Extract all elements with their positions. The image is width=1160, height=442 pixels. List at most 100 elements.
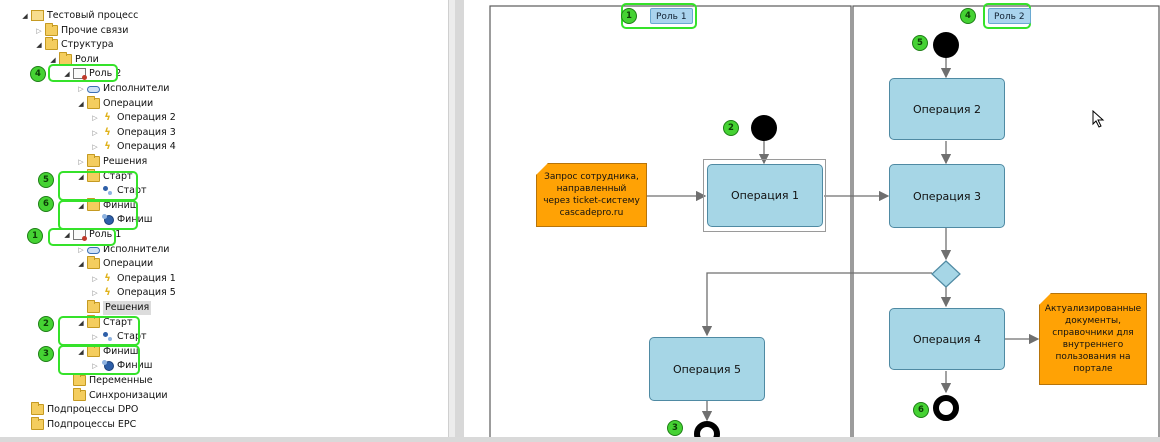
operation-3[interactable]: Операция 3 [889, 164, 1005, 228]
badge-start-role-1: 2 [723, 120, 739, 136]
folder-icon [87, 95, 100, 109]
folder-icon [87, 256, 100, 270]
folder-icon [87, 300, 100, 313]
expanded-arrow-icon[interactable]: ◢ [78, 99, 84, 108]
expanded-arrow-icon[interactable]: ◢ [78, 260, 84, 269]
folder-icon [31, 416, 44, 430]
performers-icon [87, 86, 100, 93]
tree-item-label: Подпроцессы DPO [47, 404, 139, 416]
start-icon [101, 185, 114, 196]
finish-icon [101, 214, 114, 226]
tree-item-label: Старт [117, 185, 147, 197]
edge-decision-op5 [701, 272, 932, 337]
tree-item-label: Операции [103, 97, 154, 109]
diagram-connectors [489, 5, 1160, 437]
diagram-canvas[interactable]: Роль 1 1 Роль 2 4 2 3 5 6 Операция 1 Опе… [464, 0, 1160, 437]
tree-item-label: Переменные [89, 375, 153, 386]
tree-item-label: Операция 1 [117, 272, 176, 284]
tree-item-label: Решения [103, 301, 152, 315]
collapsed-arrow-icon[interactable]: ▷ [92, 333, 98, 342]
collapsed-arrow-icon[interactable]: ▷ [92, 114, 98, 123]
operation-1-selection-frame [703, 159, 826, 232]
folder-icon [73, 387, 86, 401]
folder-icon [73, 373, 86, 386]
highlight-role-1 [48, 228, 116, 246]
collapsed-arrow-icon[interactable]: ▷ [36, 26, 42, 35]
expanded-arrow-icon[interactable]: ◢ [36, 41, 42, 50]
tree-item-label: Прочие связи [61, 24, 129, 36]
tree-item-label: Операция 3 [117, 126, 176, 138]
expanded-arrow-icon[interactable]: ◢ [22, 12, 28, 20]
collapsed-arrow-icon[interactable]: ▷ [78, 85, 84, 93]
tree-badge: 2 [38, 316, 54, 332]
highlight-start-role-1 [58, 316, 140, 346]
start-event-role-2 [933, 32, 959, 58]
expanded-arrow-icon[interactable]: ◢ [78, 347, 84, 356]
collapsed-arrow-icon[interactable]: ▷ [78, 245, 84, 254]
tree-item-label: Операции [103, 258, 154, 270]
performers-icon [87, 246, 100, 254]
splitter-handle[interactable] [455, 0, 464, 437]
role-label-2[interactable]: Роль 2 [988, 8, 1031, 24]
collapsed-arrow-icon[interactable]: ▷ [92, 362, 98, 371]
tree-item-label: Операция 4 [117, 141, 176, 153]
tree-item-label: Старт [103, 170, 133, 182]
highlight-finish-role-2 [58, 200, 138, 230]
expanded-arrow-icon[interactable]: ◢ [78, 318, 84, 327]
highlight-role-2 [48, 64, 118, 82]
tree-item-label: Синхронизации [89, 389, 168, 401]
operation-2[interactable]: Операция 2 [889, 78, 1005, 140]
note-documents[interactable]: Актуализированные документы, справочники… [1039, 293, 1147, 385]
role-label-1[interactable]: Роль 1 [650, 8, 693, 24]
tree-item-label: Финиш [103, 199, 139, 211]
operation-icon: ϟ [104, 126, 111, 138]
collapsed-arrow-icon[interactable]: ▷ [92, 274, 98, 283]
highlight-start-role-2 [58, 171, 138, 201]
horizontal-scrollbar[interactable] [0, 437, 1160, 442]
operation-icon: ϟ [104, 272, 111, 284]
folder-icon [31, 402, 44, 416]
lane-role-1 [489, 5, 852, 437]
tree-item-label: Роль 2 [89, 68, 122, 80]
expanded-arrow-icon[interactable]: ◢ [78, 201, 84, 210]
note-request[interactable]: Запрос сотрудника, направленный через ti… [536, 163, 647, 227]
operation-icon: ϟ [104, 287, 111, 299]
finish-event-role-1 [694, 421, 720, 437]
tree-badge: 6 [38, 196, 54, 212]
tree-item-label: Роль 1 [89, 229, 122, 240]
expanded-arrow-icon[interactable]: ◢ [50, 55, 56, 64]
collapsed-arrow-icon[interactable]: ▷ [92, 143, 98, 152]
expanded-arrow-icon[interactable]: ◢ [78, 172, 84, 181]
collapsed-arrow-icon[interactable]: ▷ [92, 128, 98, 137]
process-icon [31, 10, 44, 21]
collapsed-arrow-icon[interactable]: ▷ [78, 158, 84, 166]
tree-item-label: Операция 2 [117, 112, 176, 124]
badge-role-1: 1 [621, 8, 637, 24]
tree-item-label: Подпроцессы EPC [47, 418, 137, 430]
lane-role-2 [852, 5, 1160, 437]
finish-event-role-2 [933, 395, 959, 421]
operation-4[interactable]: Операция 4 [889, 308, 1005, 370]
start-event-role-1 [751, 115, 777, 141]
tree-item-label: Исполнители [103, 243, 170, 255]
tree-badge: 5 [38, 172, 54, 188]
tree-item-label: Операция 5 [117, 287, 176, 299]
badge-finish-role-2: 6 [913, 402, 929, 418]
decision-gateway [931, 260, 961, 288]
folder-icon [45, 22, 58, 36]
tree-item-label: Финиш [117, 214, 153, 226]
operation-icon: ϟ [104, 141, 111, 153]
tree-item-label: Старт [103, 316, 133, 328]
expanded-arrow-icon[interactable]: ◢ [64, 70, 70, 79]
collapsed-arrow-icon[interactable]: ▷ [92, 289, 98, 298]
badge-role-2: 4 [960, 8, 976, 24]
tree-badge: 4 [30, 66, 46, 82]
tree-item-label: Исполнители [103, 83, 170, 94]
expanded-arrow-icon[interactable]: ◢ [64, 231, 70, 239]
process-tree-panel: ◢Тестовый процесс▷Прочие связи◢Структура… [0, 0, 448, 437]
operation-5[interactable]: Операция 5 [649, 337, 765, 401]
badge-finish-role-1: 3 [667, 420, 683, 436]
operation-1[interactable]: Операция 1 [707, 164, 823, 227]
tree-item-label: Финиш [103, 345, 139, 357]
